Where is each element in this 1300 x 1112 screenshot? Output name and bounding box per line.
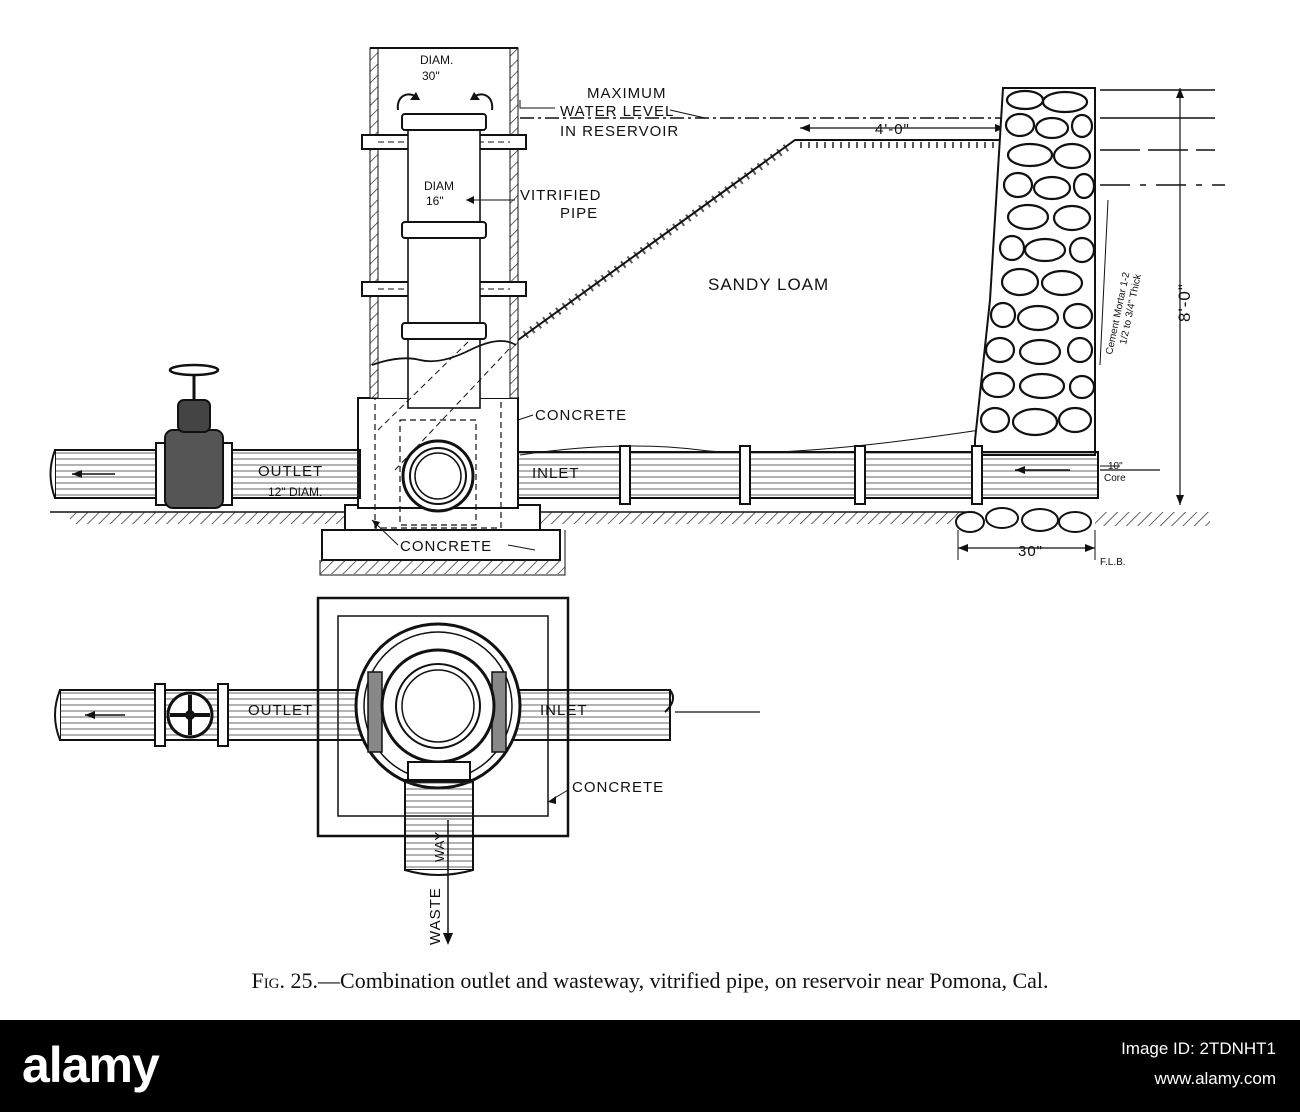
inner-pipe-bell-top — [401, 113, 487, 131]
stock-logo: alamy — [22, 1037, 160, 1093]
label-waste: WASTE — [427, 887, 444, 945]
label-water-level: WATER LEVEL — [560, 103, 674, 120]
gate-valve — [164, 363, 224, 509]
label-plan-inlet: INLET — [540, 702, 588, 719]
label-core: Core — [1104, 473, 1126, 484]
label-concrete-box: CONCRETE — [535, 407, 627, 424]
label-concrete-footing: CONCRETE — [400, 538, 492, 555]
label-draftsman-initials: F.L.B. — [1100, 557, 1126, 568]
label-in-reservoir: IN RESERVOIR — [560, 123, 679, 140]
label-diam-16-line1: DIAM — [424, 179, 454, 193]
outer-pipe-wall-right — [509, 47, 519, 399]
reservoir-water — [1100, 89, 1225, 186]
inner-pipe-bell-bottom — [401, 322, 487, 340]
inner-vitrified-pipe — [407, 117, 481, 409]
label-diam-16-line2: 16" — [426, 194, 444, 208]
stone-masonry-wall — [955, 87, 1096, 533]
label-outlet: OUTLET — [258, 463, 323, 480]
ground-hatch-right — [1095, 512, 1210, 526]
plan-view — [54, 596, 760, 945]
engineering-drawing: DIAM. 30" MAXIMUM WATER LEVEL IN RESERVO… — [49, 47, 1225, 945]
figure-caption: Fig. 25.—Combination outlet and wasteway… — [0, 968, 1300, 994]
label-dimension-4ft: 4'-0" — [875, 121, 910, 138]
label-way: WAY — [432, 831, 447, 862]
elevation-view — [49, 47, 1225, 576]
footing-hatch — [320, 560, 565, 574]
stock-watermark-bar: alamy Image ID: 2TDNHT1 www.alamy.com — [0, 1020, 1300, 1112]
label-dimension-8ft: 8'-0" — [1175, 283, 1194, 322]
label-core-size: 10" — [1108, 461, 1123, 472]
label-plan-outlet: OUTLET — [248, 702, 313, 719]
concrete-footing-lower — [321, 529, 561, 561]
label-plan-concrete: CONCRETE — [572, 779, 664, 796]
label-sandy-loam: SANDY LOAM — [708, 275, 829, 294]
label-outlet-diameter: 12" DIAM. — [268, 485, 322, 499]
figure-number: Fig. 25. — [251, 968, 319, 993]
label-inlet: INLET — [532, 465, 580, 482]
label-vitrified: VITRIFIED — [520, 187, 602, 204]
plan-wasteway-pipe — [404, 779, 474, 871]
outer-pipe-wall-left — [369, 47, 379, 399]
label-diam-30-line1: DIAM. — [420, 53, 453, 67]
label-pipe: PIPE — [560, 205, 598, 222]
label-diam-30-line2: 30" — [422, 69, 440, 83]
label-dimension-30in: 30" — [1018, 543, 1043, 560]
label-maximum: MAXIMUM — [587, 85, 667, 102]
inner-pipe-bell-middle — [401, 221, 487, 239]
ground-hatch-left — [70, 512, 355, 524]
caption-text: —Combination outlet and wasteway, vitrif… — [318, 968, 1049, 993]
stock-url: www.alamy.com — [1154, 1069, 1276, 1088]
ground-hatch-middle — [520, 512, 960, 524]
stock-image-info: Image ID: 2TDNHT1 www.alamy.com — [1121, 1034, 1276, 1094]
valve-handwheel — [168, 363, 220, 377]
drawing-canvas: DIAM. 30" MAXIMUM WATER LEVEL IN RESERVO… — [49, 47, 1225, 945]
stock-image-id: Image ID: 2TDNHT1 — [1121, 1039, 1276, 1058]
